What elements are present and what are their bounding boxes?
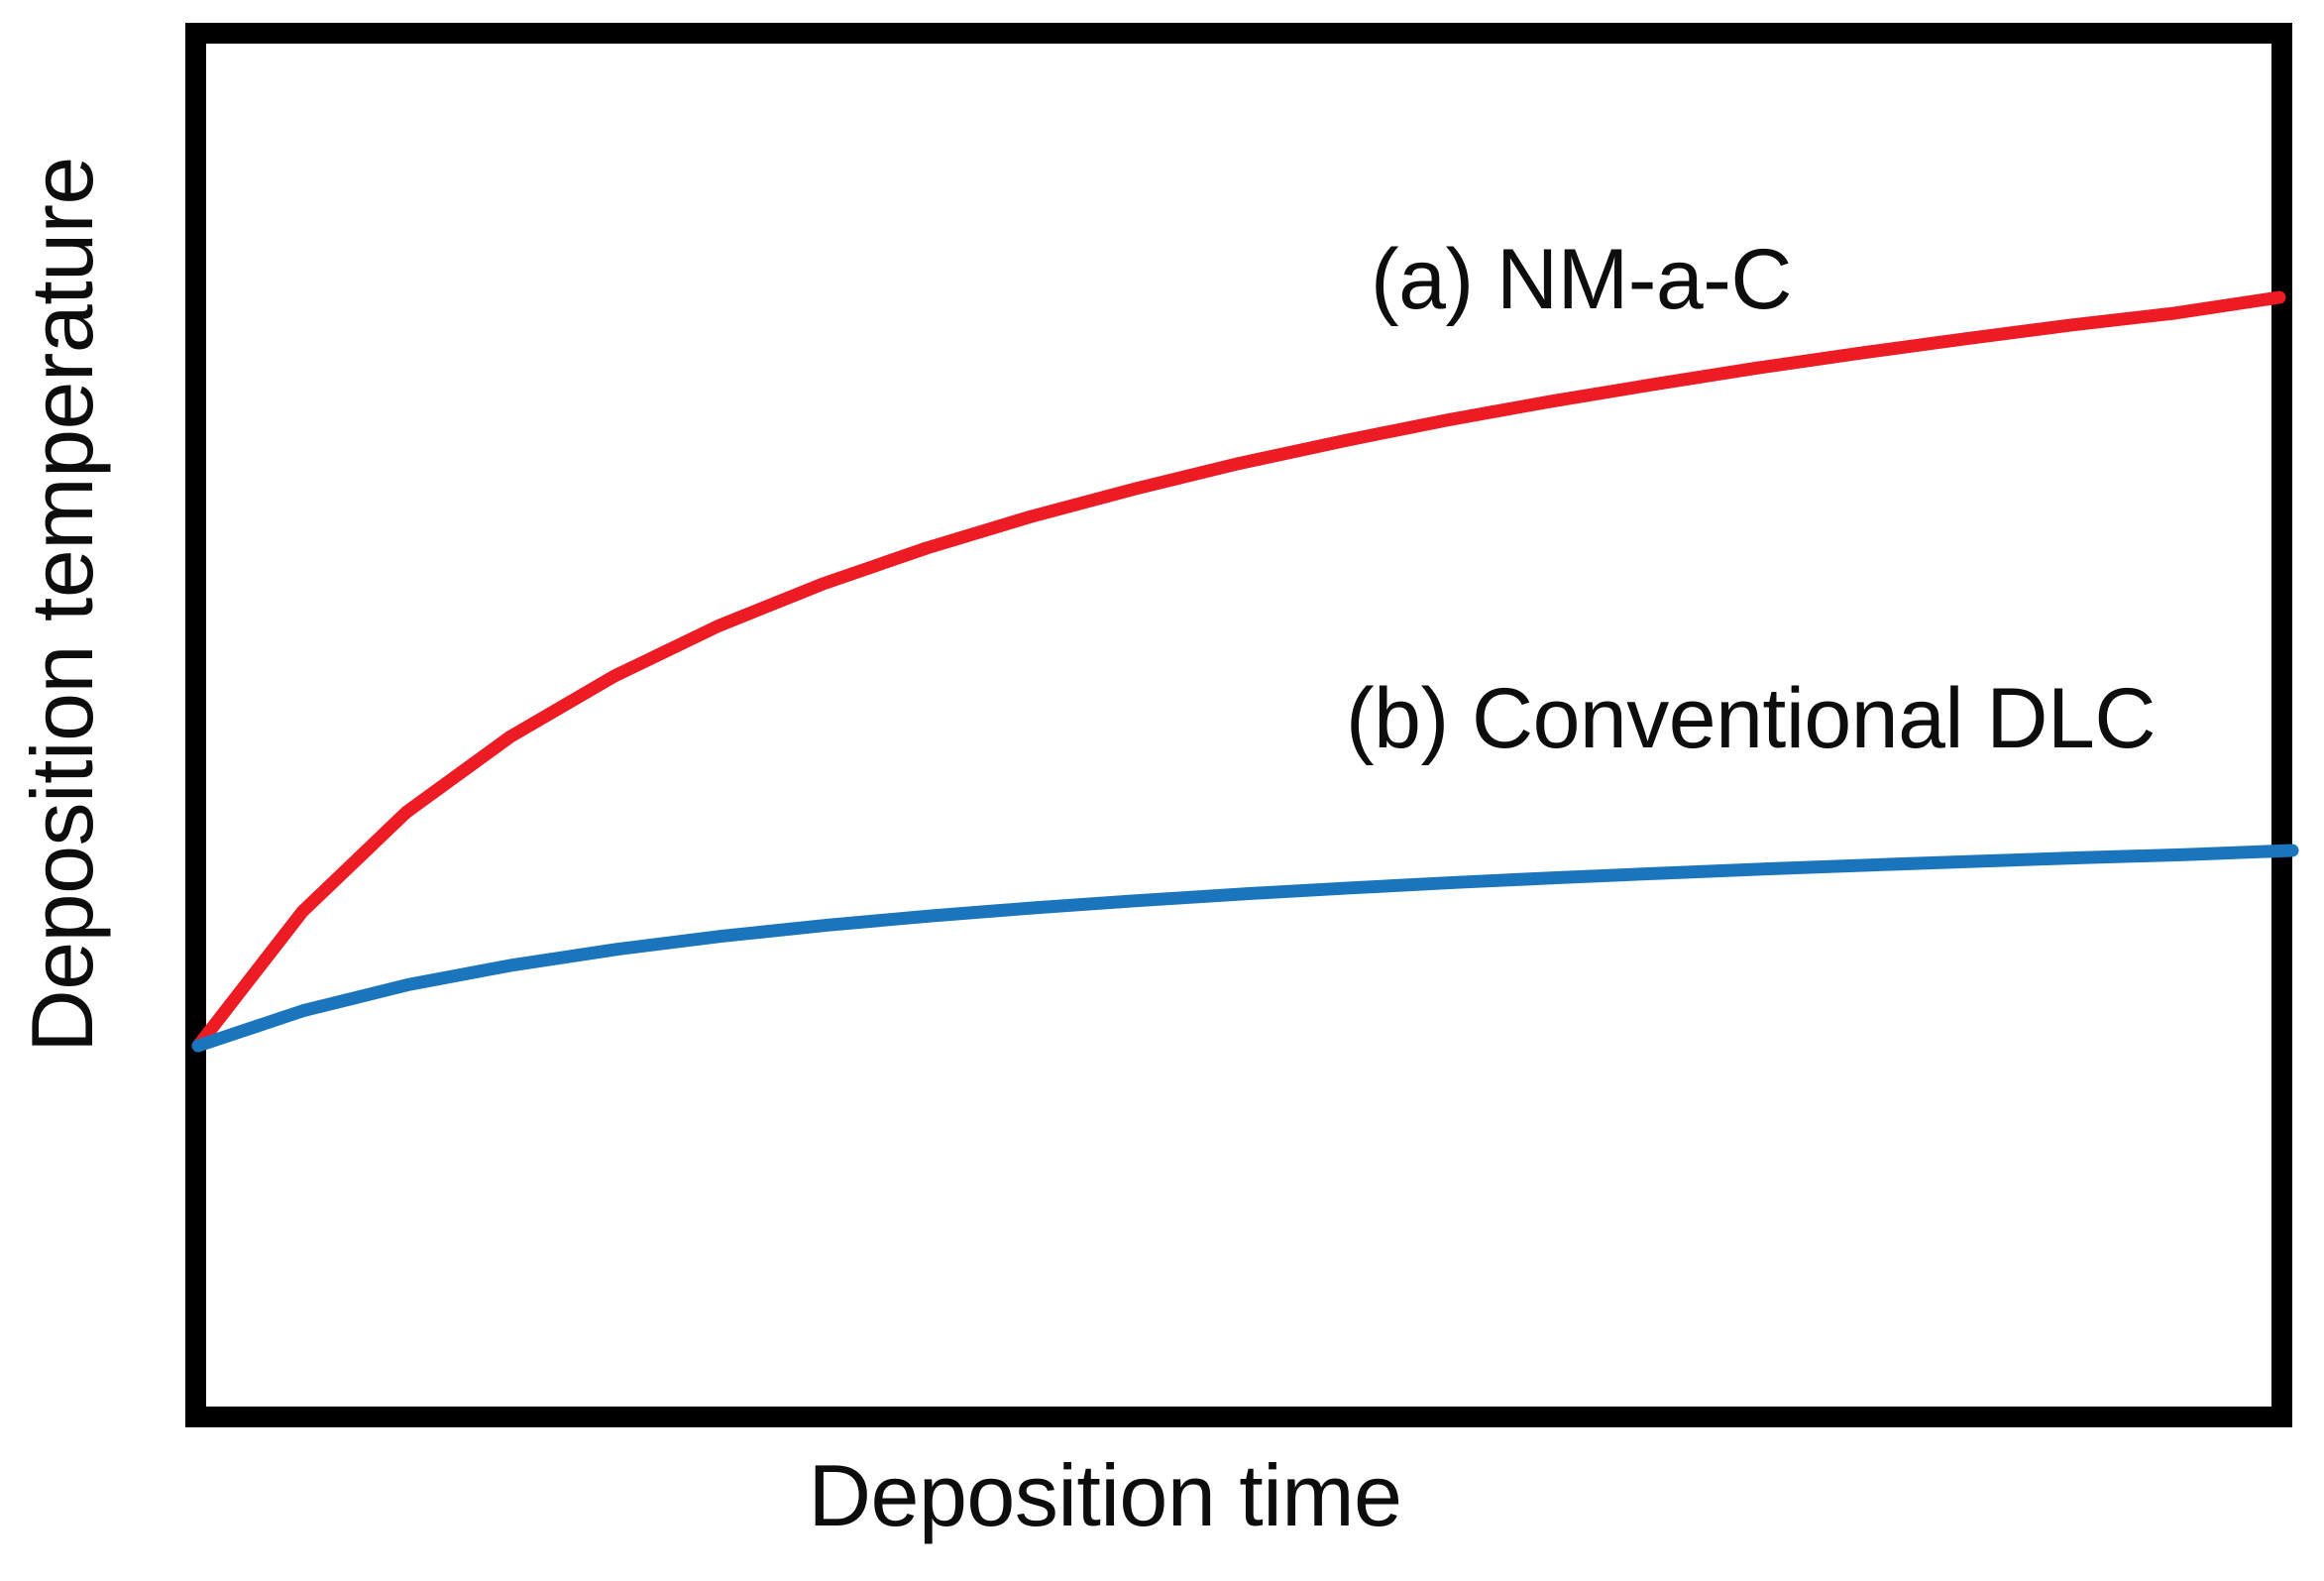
series-annotation-nm-a-c: (a) NM-a-C — [1371, 232, 1792, 327]
x-axis-title: Deposition time — [808, 1446, 1402, 1544]
y-axis-title: Deposition temperature — [13, 157, 111, 1053]
series-annotation-conventional-dlc: (b) Conventional DLC — [1346, 671, 2156, 766]
